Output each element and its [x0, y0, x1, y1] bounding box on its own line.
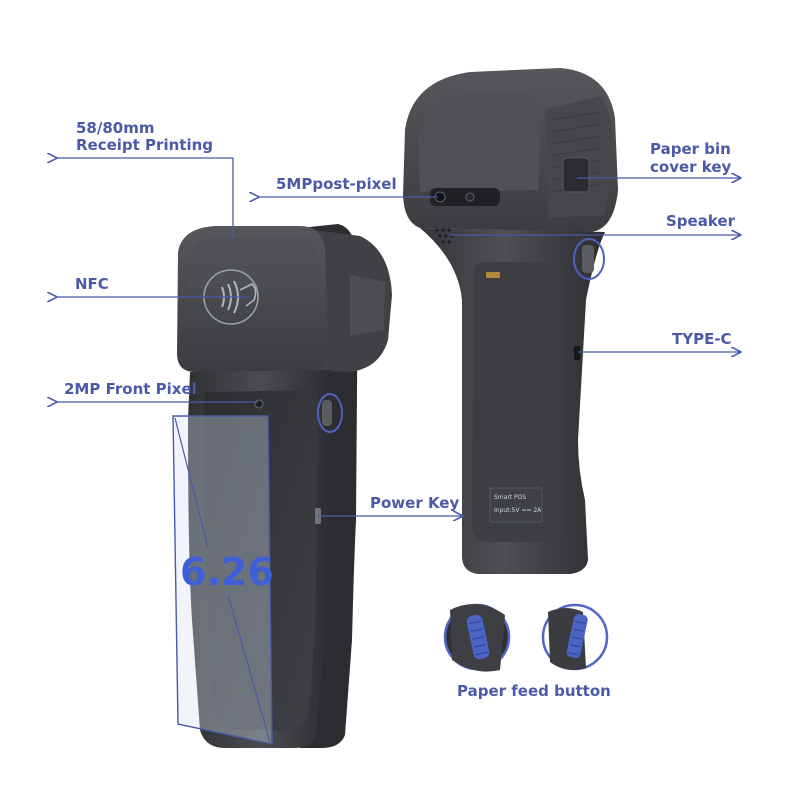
device-label-line2: Input:5V == 2A [494, 507, 542, 514]
label-paper-feed: Paper feed button [457, 682, 611, 700]
front-screen [204, 390, 318, 730]
label-cover-key: cover key [650, 158, 732, 176]
side-paper-feed-button [322, 400, 332, 426]
label-receipt-printing: Receipt Printing [76, 136, 213, 154]
device-label-sticker [489, 487, 543, 523]
label-receipt-size: 58/80mm [76, 119, 155, 137]
pogo-pins [486, 272, 500, 278]
screen-size-frame [172, 415, 273, 745]
rear-side-grip [545, 96, 613, 218]
rear-device [403, 68, 618, 574]
front-camera [254, 399, 264, 409]
screen-diagonal-lower [227, 594, 271, 743]
printer-head-grip [350, 275, 385, 335]
printer-cover-top [188, 238, 318, 288]
paper-bin-cover-key [562, 157, 590, 193]
label-paper-bin: Paper bin [650, 140, 731, 158]
rear-battery-cover [472, 262, 564, 542]
screen-diagonal-upper [174, 417, 209, 549]
paper-feed-zoom-right [541, 603, 609, 671]
label-nfc: NFC [75, 275, 109, 293]
label-rear-camera: 5MPpost-pixel [276, 175, 397, 193]
device-label-line1: Smart POS [494, 494, 527, 501]
rear-side-button [582, 245, 594, 273]
rear-flash [465, 192, 475, 202]
type-c-port [574, 346, 580, 360]
screen-size-value: 6.26 [180, 550, 274, 594]
front-device [172, 224, 392, 748]
label-speaker: Speaker [666, 212, 735, 230]
label-power-key: Power Key [370, 494, 460, 512]
rear-side-button-highlight [573, 238, 605, 280]
paper-feed-zoom-left [443, 603, 511, 672]
callout-lines [56, 158, 740, 516]
label-type-c: TYPE-C [672, 330, 732, 348]
rear-printer-cover [418, 92, 540, 192]
label-front-camera: 2MP Front Pixel [64, 380, 197, 398]
rear-camera-strip [430, 188, 500, 206]
side-button-highlight [317, 393, 343, 433]
